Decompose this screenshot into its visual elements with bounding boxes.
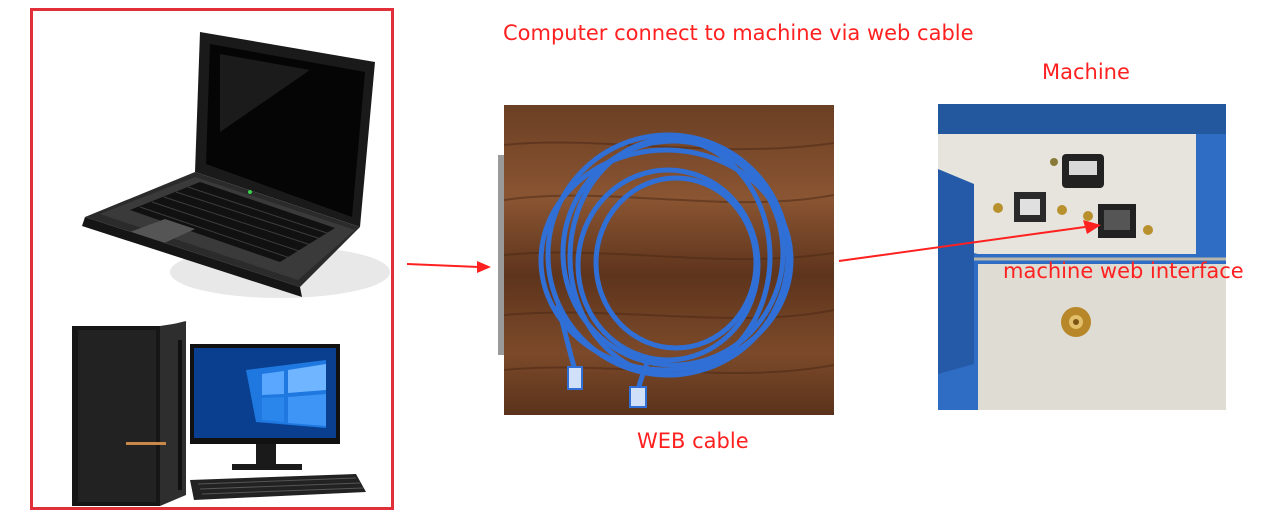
machine-panel-image xyxy=(938,104,1226,410)
machine-label: Machine xyxy=(1042,60,1130,84)
interface-label: machine web interface xyxy=(1003,259,1244,283)
desktop-pc-image xyxy=(72,321,366,506)
arrow-cable-to-interface xyxy=(838,220,1101,262)
cable-label: WEB cable xyxy=(637,429,749,453)
computers-frame xyxy=(30,8,394,510)
diagram-title: Computer connect to machine via web cabl… xyxy=(503,21,974,45)
arrow-computer-to-cable xyxy=(406,261,491,273)
laptop-image xyxy=(82,32,390,298)
cable-image xyxy=(498,105,834,415)
